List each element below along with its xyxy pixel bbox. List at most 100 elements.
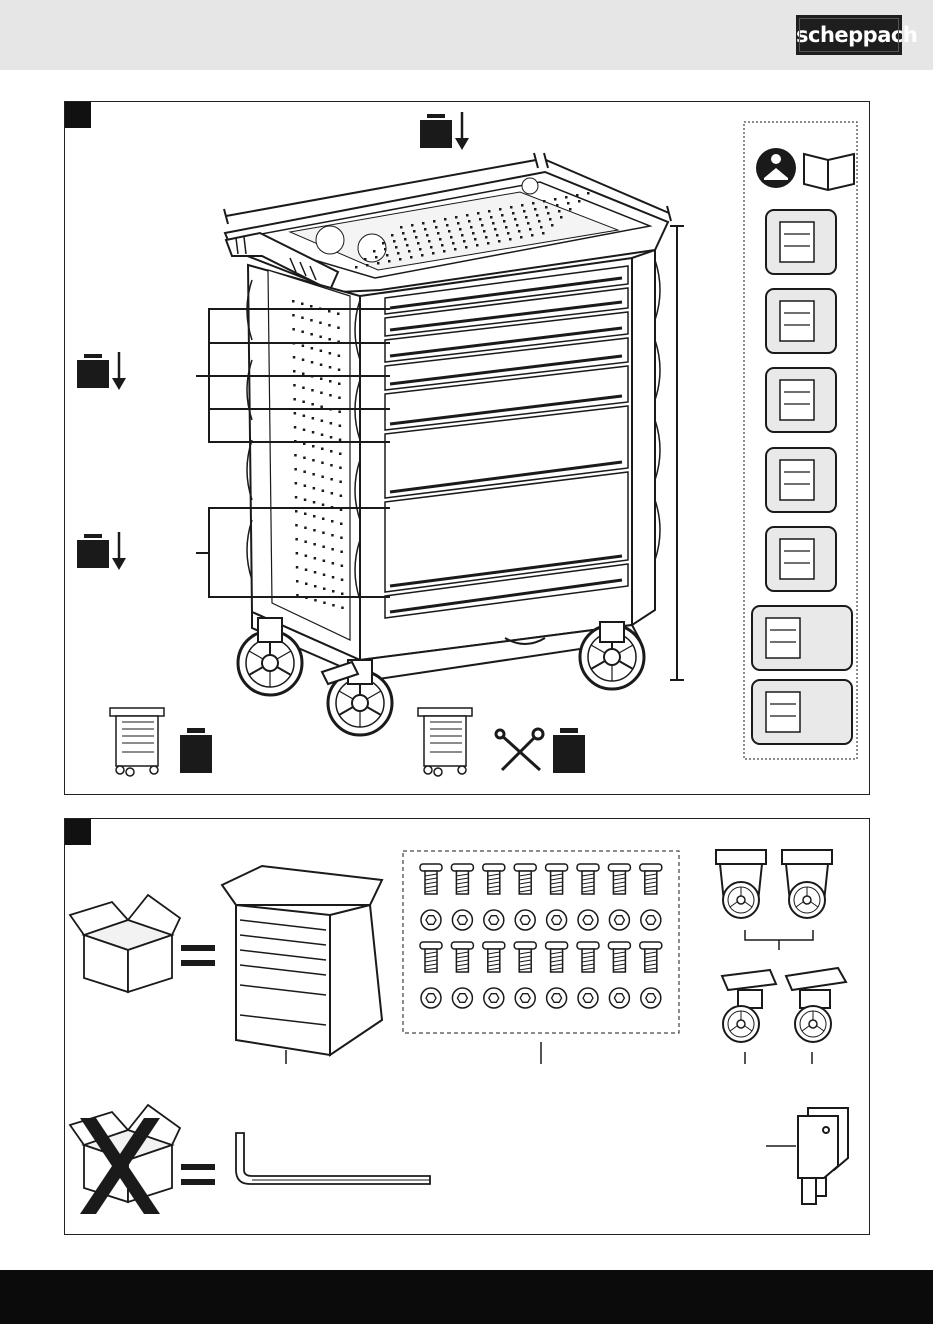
tray-perforation-dot bbox=[496, 234, 499, 237]
perforation-dot bbox=[294, 468, 297, 471]
perforation-dot bbox=[305, 569, 308, 572]
tray-perforation-dot bbox=[400, 226, 403, 229]
perforation-dot bbox=[320, 364, 323, 367]
tray-perforation-dot bbox=[424, 228, 427, 231]
bolt bbox=[546, 864, 568, 894]
tray-perforation-dot bbox=[466, 214, 469, 217]
perforation-dot bbox=[311, 389, 314, 392]
fixed-castors-bracket bbox=[745, 930, 813, 940]
tray-perforation-dot bbox=[554, 198, 557, 201]
tray-perforation-dot bbox=[565, 196, 568, 199]
perforation-dot bbox=[323, 602, 326, 605]
tray-perforation-dot bbox=[525, 216, 528, 219]
tray-perforation-dot bbox=[487, 242, 490, 245]
perforation-dot bbox=[321, 476, 324, 479]
footer-band bbox=[0, 1270, 933, 1324]
tray-perforation-dot bbox=[518, 230, 521, 233]
perforation-dot bbox=[295, 482, 298, 485]
tray-perforation-dot bbox=[459, 228, 462, 231]
tray-perforation-dot bbox=[472, 232, 475, 235]
tray-perforation-dot bbox=[569, 208, 572, 211]
tray-perforation-dot bbox=[567, 202, 570, 205]
tray-perforation-dot bbox=[454, 248, 457, 251]
tray-perforation-dot bbox=[476, 244, 479, 247]
tray-perforation-dot bbox=[399, 258, 402, 261]
bolt bbox=[640, 864, 662, 894]
perforation-dot bbox=[331, 534, 334, 537]
perforation-dot bbox=[311, 347, 314, 350]
perforation-dot bbox=[319, 322, 322, 325]
perforation-dot bbox=[305, 583, 308, 586]
nut bbox=[609, 988, 629, 1008]
instruction-tile bbox=[766, 289, 836, 353]
tool-cabinet-illustration bbox=[222, 866, 382, 1055]
perforation-dot bbox=[322, 490, 325, 493]
tray-perforation-dot bbox=[421, 254, 424, 257]
perforation-dot bbox=[320, 378, 323, 381]
tray-perforation-dot bbox=[529, 228, 532, 231]
perforation-dot bbox=[312, 473, 315, 476]
tray-perforation-dot bbox=[490, 216, 493, 219]
tray-perforation-dot bbox=[402, 232, 405, 235]
perforation-dot bbox=[293, 384, 296, 387]
perforation-dot bbox=[338, 355, 341, 358]
tray-perforation-dot bbox=[494, 228, 497, 231]
perforation-dot bbox=[330, 436, 333, 439]
tray-perforation-dot bbox=[393, 240, 396, 243]
perforation-dot bbox=[303, 429, 306, 432]
perforation-dot bbox=[321, 462, 324, 465]
perforation-dot bbox=[330, 422, 333, 425]
tray-perforation-dot bbox=[430, 246, 433, 249]
instruction-tiles bbox=[752, 210, 852, 744]
perforation-dot bbox=[322, 546, 325, 549]
nut bbox=[421, 910, 441, 930]
perforation-dot bbox=[295, 510, 298, 513]
perforation-dot bbox=[303, 457, 306, 460]
perforation-dot bbox=[331, 548, 334, 551]
perforation-dot bbox=[321, 434, 324, 437]
tray-perforation-dot bbox=[455, 216, 458, 219]
tray-perforation-dot bbox=[485, 236, 488, 239]
perforation-dot bbox=[314, 571, 317, 574]
perforation-dot bbox=[341, 579, 344, 582]
perforation-dot bbox=[329, 380, 332, 383]
equals-sign-not-included bbox=[181, 1164, 215, 1185]
tray-perforation-dot bbox=[516, 224, 519, 227]
tray-perforation-dot bbox=[422, 222, 425, 225]
lower-drawers-weight-icon bbox=[77, 532, 126, 570]
tray-perforation-dot bbox=[364, 258, 367, 261]
tray-perforation-dot bbox=[443, 250, 446, 253]
perforation-dot bbox=[313, 487, 316, 490]
tray-perforation-dot bbox=[468, 220, 471, 223]
tray-perforation-dot bbox=[417, 242, 420, 245]
perforation-dot bbox=[331, 492, 334, 495]
trolley-thumbnail-tools bbox=[418, 708, 472, 776]
tray-perforation-dot bbox=[514, 218, 517, 221]
perforation-dot bbox=[302, 373, 305, 376]
perforation-dot bbox=[302, 401, 305, 404]
perforation-dot bbox=[322, 532, 325, 535]
perforation-dot bbox=[332, 562, 335, 565]
tray-perforation-dot bbox=[366, 264, 369, 267]
bolt bbox=[608, 864, 630, 894]
perforation-dot bbox=[323, 588, 326, 591]
perforation-dot bbox=[296, 552, 299, 555]
bolt bbox=[546, 942, 568, 972]
cardboard-box-icon bbox=[70, 895, 180, 992]
perforation-dot bbox=[322, 504, 325, 507]
nut bbox=[547, 910, 567, 930]
tray-perforation-dot bbox=[488, 210, 491, 213]
tray-perforation-dot bbox=[386, 254, 389, 257]
perforation-dot bbox=[304, 485, 307, 488]
tray-perforation-dot bbox=[523, 210, 526, 213]
perforation-dot bbox=[321, 420, 324, 423]
perforation-dot bbox=[310, 333, 313, 336]
nut bbox=[452, 988, 472, 1008]
perforation-dot bbox=[332, 576, 335, 579]
perforation-dot bbox=[302, 345, 305, 348]
tray-perforation-dot bbox=[463, 240, 466, 243]
perforation-dot bbox=[330, 464, 333, 467]
tray-perforation-dot bbox=[410, 256, 413, 259]
perforation-dot bbox=[312, 445, 315, 448]
